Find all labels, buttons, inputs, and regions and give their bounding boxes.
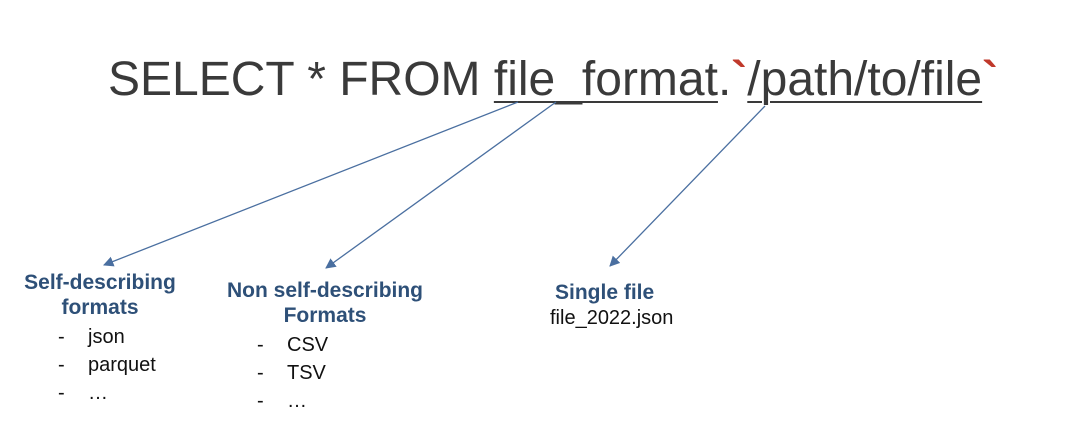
list-item: -json [58,326,125,348]
arrow-to-single-file [609,105,766,267]
query-select: SELECT * FROM [108,53,494,106]
arrow-to-self-describing [103,101,519,267]
single-file-heading: Single file [555,281,655,304]
arrow-to-non-self-describing [325,101,557,269]
list-item: -… [257,390,307,412]
non-self-describing-group: Non self-describing Formats -CSV -TSV -… [205,278,445,415]
self-describing-list: -json -parquet -… [58,323,190,407]
list-item: -… [58,382,108,404]
single-file-value: file_2022.json [550,307,674,329]
query-path: /path/to/file [747,53,983,106]
list-item: -TSV [257,362,326,384]
query-backtick-close: ` [982,53,999,106]
self-describing-heading: Self-describing formats [24,271,176,319]
list-item: -CSV [257,334,329,356]
query-file-format: file_format [493,53,718,106]
non-self-describing-list: -CSV -TSV -… [257,331,445,415]
list-item: -parquet [58,354,156,376]
self-describing-group: Self-describing formats -json -parquet -… [10,270,190,407]
non-self-describing-heading: Non self-describing Formats [226,279,424,327]
query-backtick-open: ` [731,53,748,106]
single-file-group: Single file file_2022.json [550,280,710,331]
sql-query: SELECT * FROM file_format.`/path/to/file… [108,52,998,107]
query-dot: . [717,53,732,106]
